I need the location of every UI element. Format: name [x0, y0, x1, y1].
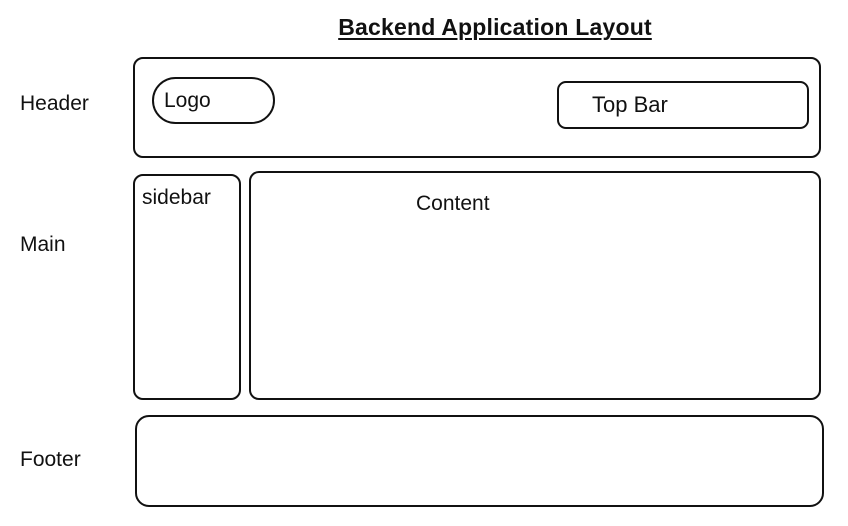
- content-label: Content: [416, 192, 490, 215]
- section-label-footer: Footer: [20, 448, 81, 471]
- footer-region-box: [135, 415, 824, 507]
- logo-pill: Logo: [152, 77, 275, 124]
- section-label-header: Header: [20, 92, 89, 115]
- logo-label: Logo: [164, 88, 211, 112]
- topbar-label: Top Bar: [592, 92, 668, 117]
- sidebar-label: sidebar: [142, 186, 211, 209]
- header-region-box: Logo Top Bar: [133, 57, 821, 158]
- section-label-main: Main: [20, 233, 66, 256]
- diagram-title: Backend Application Layout: [338, 14, 652, 40]
- sidebar-region-box: sidebar: [133, 174, 241, 400]
- content-region-box: Content: [249, 171, 821, 400]
- topbar-box: Top Bar: [557, 81, 809, 129]
